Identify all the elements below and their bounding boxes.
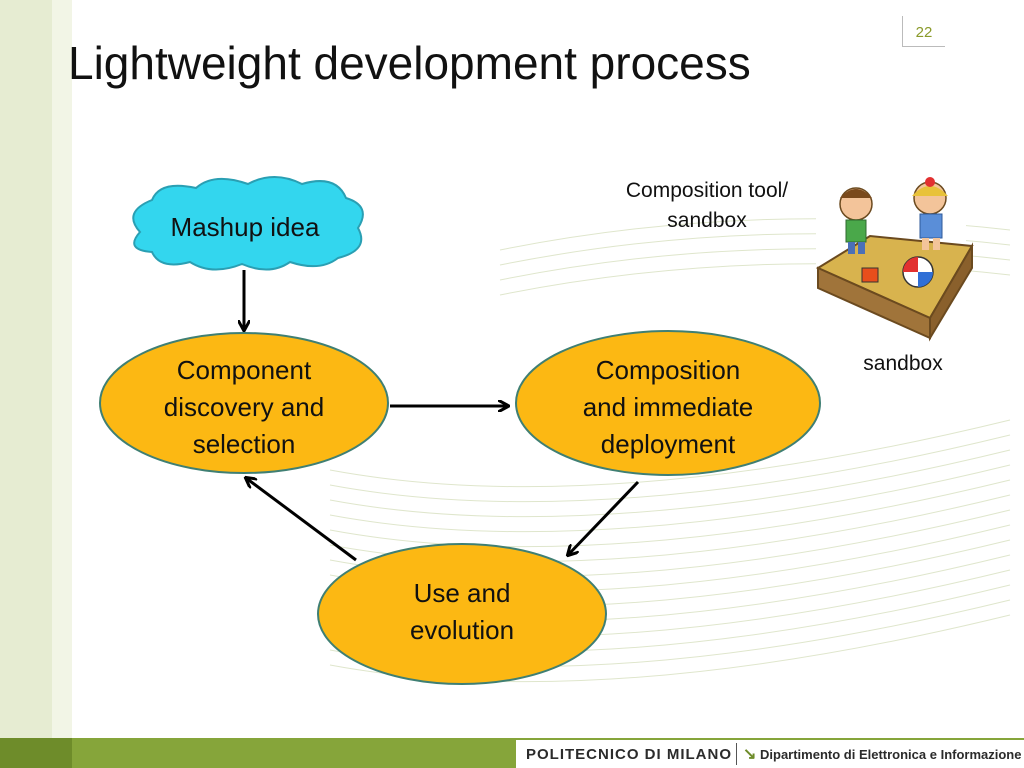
composition-label-line-1: Composition bbox=[595, 355, 741, 385]
mashup-idea-cloud bbox=[132, 176, 364, 271]
footer-bar: POLITECNICO DI MILANO ↘ Dipartimento di … bbox=[0, 738, 1024, 768]
discovery-label: Component discovery and selection bbox=[110, 352, 378, 463]
composition-tool-label-line-1: Composition tool/ bbox=[625, 179, 789, 202]
page-number: 22 bbox=[902, 16, 945, 47]
left-decor-band-inner bbox=[52, 0, 72, 738]
composition-label-line-3: deployment bbox=[600, 429, 736, 459]
department-name: Dipartimento di Elettronica e Informazio… bbox=[760, 747, 1022, 762]
discovery-label-line-1: Component bbox=[176, 355, 312, 385]
university-name: POLITECNICO DI MILANO bbox=[526, 746, 732, 763]
use-ellipse bbox=[317, 543, 607, 685]
arrow-use-to-discovery bbox=[246, 478, 357, 562]
discovery-label-line-3: selection bbox=[192, 429, 296, 459]
footer-separator bbox=[736, 743, 737, 765]
arrow-composition-to-use bbox=[568, 480, 640, 555]
mashup-idea-label: Mashup idea bbox=[170, 212, 320, 242]
composition-ellipse bbox=[515, 330, 821, 476]
sandbox-caption: sandbox bbox=[863, 352, 943, 375]
process-diagram bbox=[99, 176, 974, 685]
footer-logo-area: POLITECNICO DI MILANO ↘ Dipartimento di … bbox=[516, 740, 1024, 768]
discovery-ellipse bbox=[99, 332, 389, 474]
use-label-line-2: evolution bbox=[409, 615, 515, 645]
composition-label-line-2: and immediate bbox=[582, 392, 754, 422]
arrow-logo-icon: ↘ bbox=[743, 746, 757, 763]
composition-tool-label-line-2: sandbox bbox=[667, 209, 747, 232]
left-decor-band bbox=[0, 0, 52, 738]
use-label: Use and evolution bbox=[342, 575, 582, 649]
discovery-label-line-2: discovery and bbox=[163, 392, 325, 422]
sandbox-illustration bbox=[815, 177, 974, 342]
composition-tool-label: Composition tool/ sandbox bbox=[590, 176, 824, 236]
footer-left-block bbox=[0, 738, 72, 768]
slide-title: Lightweight development process bbox=[68, 37, 751, 89]
composition-label: Composition and immediate deployment bbox=[534, 352, 802, 463]
use-label-line-1: Use and bbox=[413, 578, 511, 608]
